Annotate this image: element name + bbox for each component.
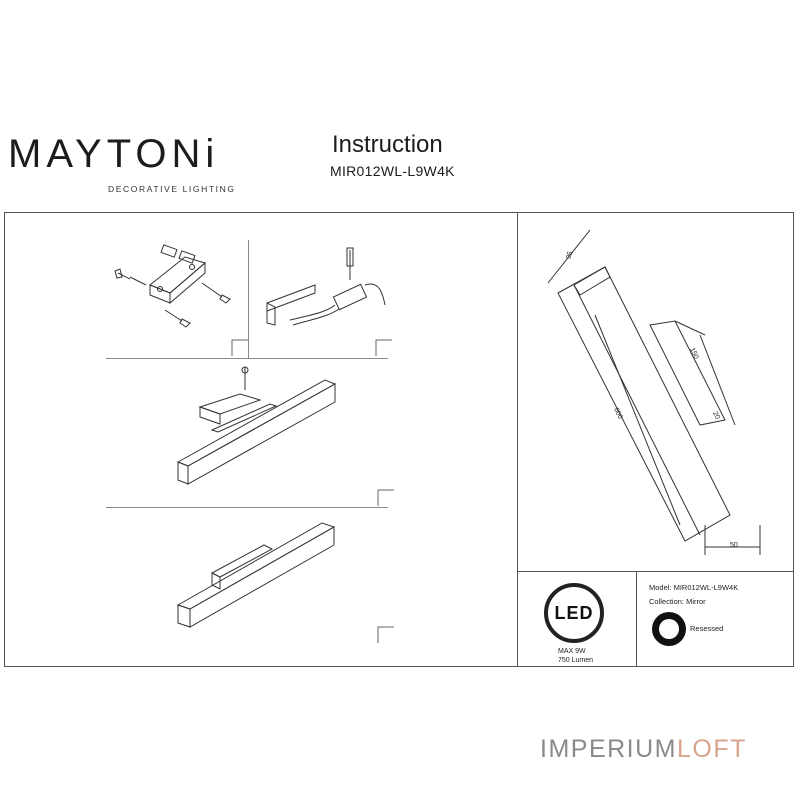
brand-tagline: DECORATIVE LIGHTING [108, 184, 236, 194]
crop-mark [377, 489, 394, 506]
step1-mounting-bracket [114, 244, 231, 328]
spec-column-divider [636, 571, 637, 667]
step-divider [106, 358, 388, 359]
store-name-accent: LOFT [677, 735, 747, 763]
model-number: MIR012WL-L9W4K [330, 163, 455, 179]
crop-mark [375, 339, 392, 356]
page-title: Instruction [332, 131, 443, 158]
crop-mark [231, 339, 248, 356]
spec-model: Model: MIR012WL-L9W4K [649, 583, 739, 592]
recessed-icon-inner [659, 619, 679, 639]
max-power: MAX 9W [558, 648, 586, 655]
led-badge: LED [544, 583, 604, 643]
step-divider [106, 507, 388, 508]
instruction-frame [4, 212, 794, 667]
step2-wiring-connection [266, 247, 386, 326]
store-name-main: IMPERIUM [540, 735, 677, 763]
led-label: LED [554, 602, 594, 623]
step4-lamp-mounted [176, 522, 336, 628]
spec-collection: Collection: Mirror [649, 597, 706, 606]
crop-mark [377, 626, 394, 643]
spec-mount-type: Resessed [690, 624, 724, 633]
spec-divider [517, 571, 794, 572]
dimension-drawing [547, 229, 761, 555]
column-divider [517, 212, 518, 667]
store-watermark: IMPERIUMLOFT [540, 735, 747, 764]
step3-lamp-attach [176, 366, 337, 485]
step-divider [248, 240, 249, 358]
lumen-output: 750 Lumen [558, 657, 594, 664]
brand-logo: MAYTONi [8, 132, 220, 176]
dimension-width: 50 [730, 542, 738, 549]
